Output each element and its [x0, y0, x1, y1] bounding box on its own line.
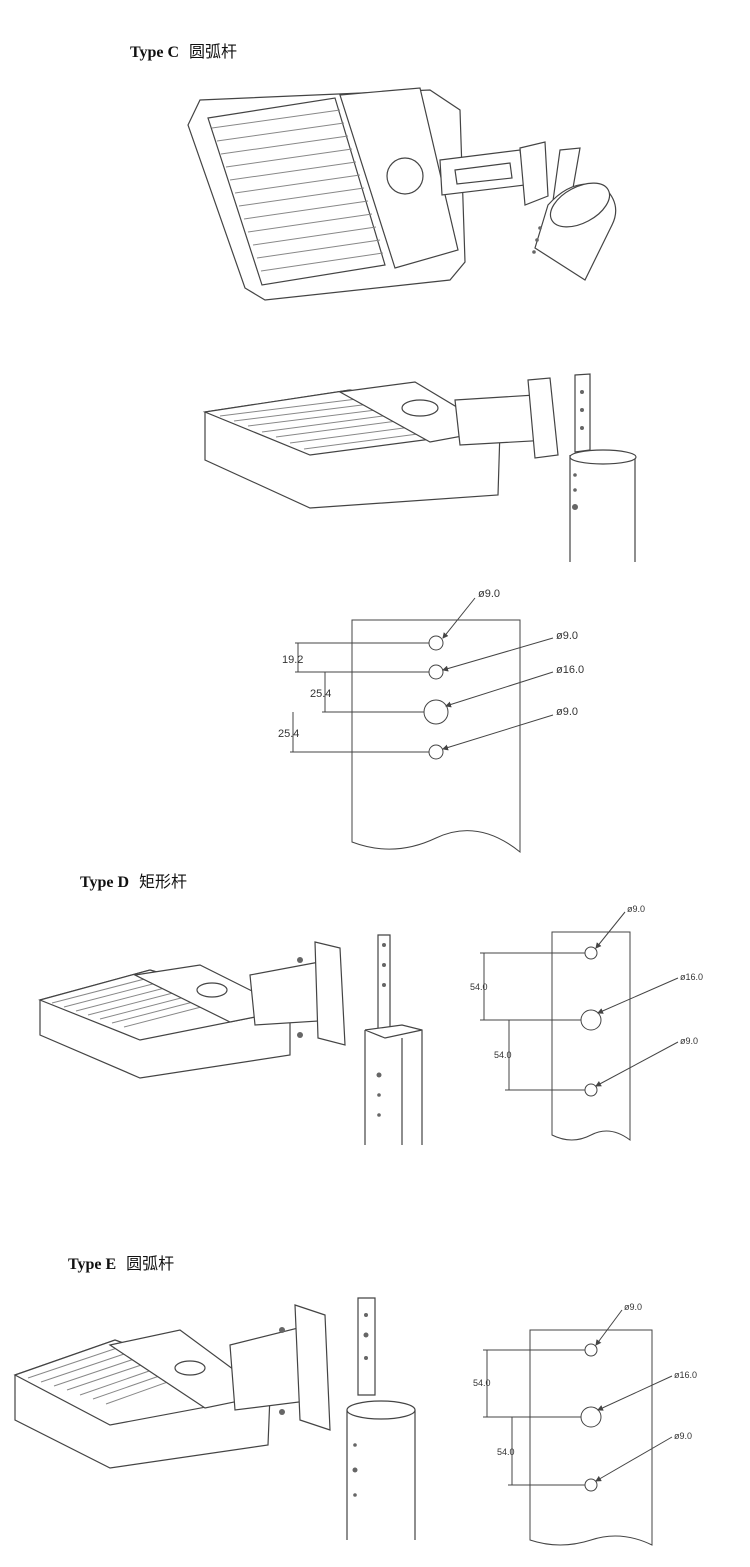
sensor-port	[386, 157, 424, 195]
type-d-dim-54-b: 54.0	[494, 1050, 512, 1060]
round-pole	[346, 1410, 416, 1540]
sensor-port	[401, 399, 439, 417]
type-c-drill-template	[290, 597, 554, 854]
heat-sink-area	[207, 97, 386, 286]
type-e-dim-54-b: 54.0	[497, 1447, 515, 1457]
pole-outline	[351, 619, 521, 854]
type-e-dim-54-a: 54.0	[473, 1378, 491, 1388]
type-c-fixture-view-1	[187, 87, 617, 301]
adapter-plate	[357, 1297, 376, 1396]
type-e-callout-hole-3: ø9.0	[674, 1431, 692, 1441]
type-c-dim-25-4-a: 25.4	[310, 688, 331, 700]
type-d-pole-shape: 矩形杆	[139, 872, 188, 891]
type-c-fixture-view-2	[202, 373, 637, 562]
type-d-title: Type D 矩形杆	[80, 868, 187, 892]
round-pole	[569, 455, 636, 562]
type-c-pole-shape: 圆弧杆	[189, 42, 238, 61]
type-e-label: Type E	[68, 1256, 117, 1273]
arm-bracket	[519, 141, 549, 206]
rect-pole	[364, 1024, 423, 1145]
adapter-plate	[574, 373, 591, 453]
wall-bracket-plate	[314, 941, 346, 1046]
type-d-callout-hole-1: ø9.0	[627, 904, 645, 914]
type-e-drill-template	[483, 1309, 673, 1546]
type-c-dim-25-4-b: 25.4	[278, 728, 299, 740]
type-c-callout-hole-3: ø16.0	[556, 664, 584, 676]
type-e-callout-hole-2: ø16.0	[674, 1370, 697, 1380]
type-e-callout-hole-1: ø9.0	[624, 1302, 642, 1312]
type-d-label: Type D	[80, 874, 130, 891]
type-c-callout-hole-2: ø9.0	[556, 630, 578, 642]
sensor-port	[196, 982, 228, 998]
arm-bracket	[527, 377, 559, 459]
type-e-title: Type E 圆弧杆	[68, 1250, 174, 1274]
type-d-fixture-view	[38, 934, 423, 1145]
pole-outline	[551, 931, 631, 1141]
type-c-callout-hole-4: ø9.0	[556, 706, 578, 718]
type-c-title: Type C 圆弧杆	[130, 38, 237, 62]
type-d-callout-hole-3: ø9.0	[680, 1036, 698, 1046]
type-c-callout-hole-1: ø9.0	[478, 588, 500, 600]
type-d-dim-54-a: 54.0	[470, 982, 488, 992]
sensor-port	[174, 1360, 206, 1376]
adapter-plate	[377, 934, 391, 1031]
pole-outline	[529, 1329, 653, 1546]
type-e-pole-shape: 圆弧杆	[126, 1254, 175, 1273]
type-c-label: Type C	[130, 44, 180, 61]
wall-bracket-plate	[294, 1304, 331, 1431]
heat-sink-fins	[211, 109, 384, 272]
type-e-fixture-view	[13, 1297, 416, 1540]
type-d-drill-template	[480, 911, 679, 1141]
type-c-dim-19-2: 19.2	[282, 654, 303, 666]
type-d-callout-hole-2: ø16.0	[680, 972, 703, 982]
